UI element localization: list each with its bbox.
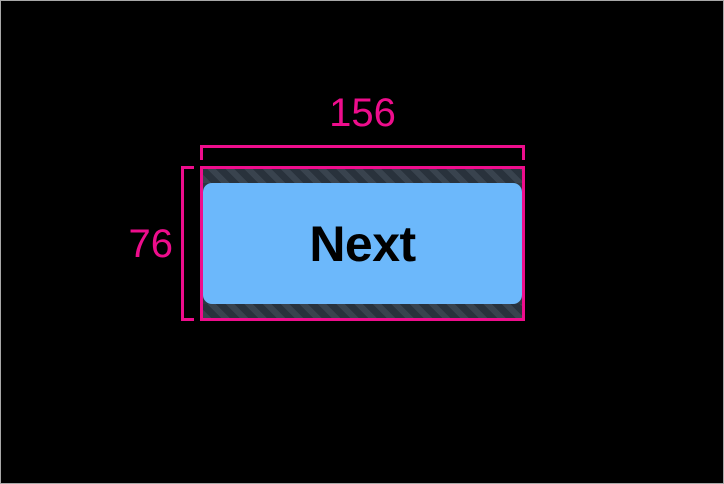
width-bracket-icon	[200, 145, 525, 160]
element-bounds-box: Next	[200, 166, 525, 321]
padding-bottom-hatch	[203, 304, 522, 318]
width-measurement-label: 156	[329, 91, 396, 135]
height-measurement-label: 76	[128, 221, 174, 266]
height-annotation: 76	[129, 166, 195, 321]
next-button-label: Next	[309, 215, 416, 272]
height-bracket-icon	[181, 166, 194, 321]
next-button[interactable]: Next	[203, 183, 522, 304]
padding-top-hatch	[203, 169, 522, 183]
width-annotation: 156	[200, 93, 525, 161]
